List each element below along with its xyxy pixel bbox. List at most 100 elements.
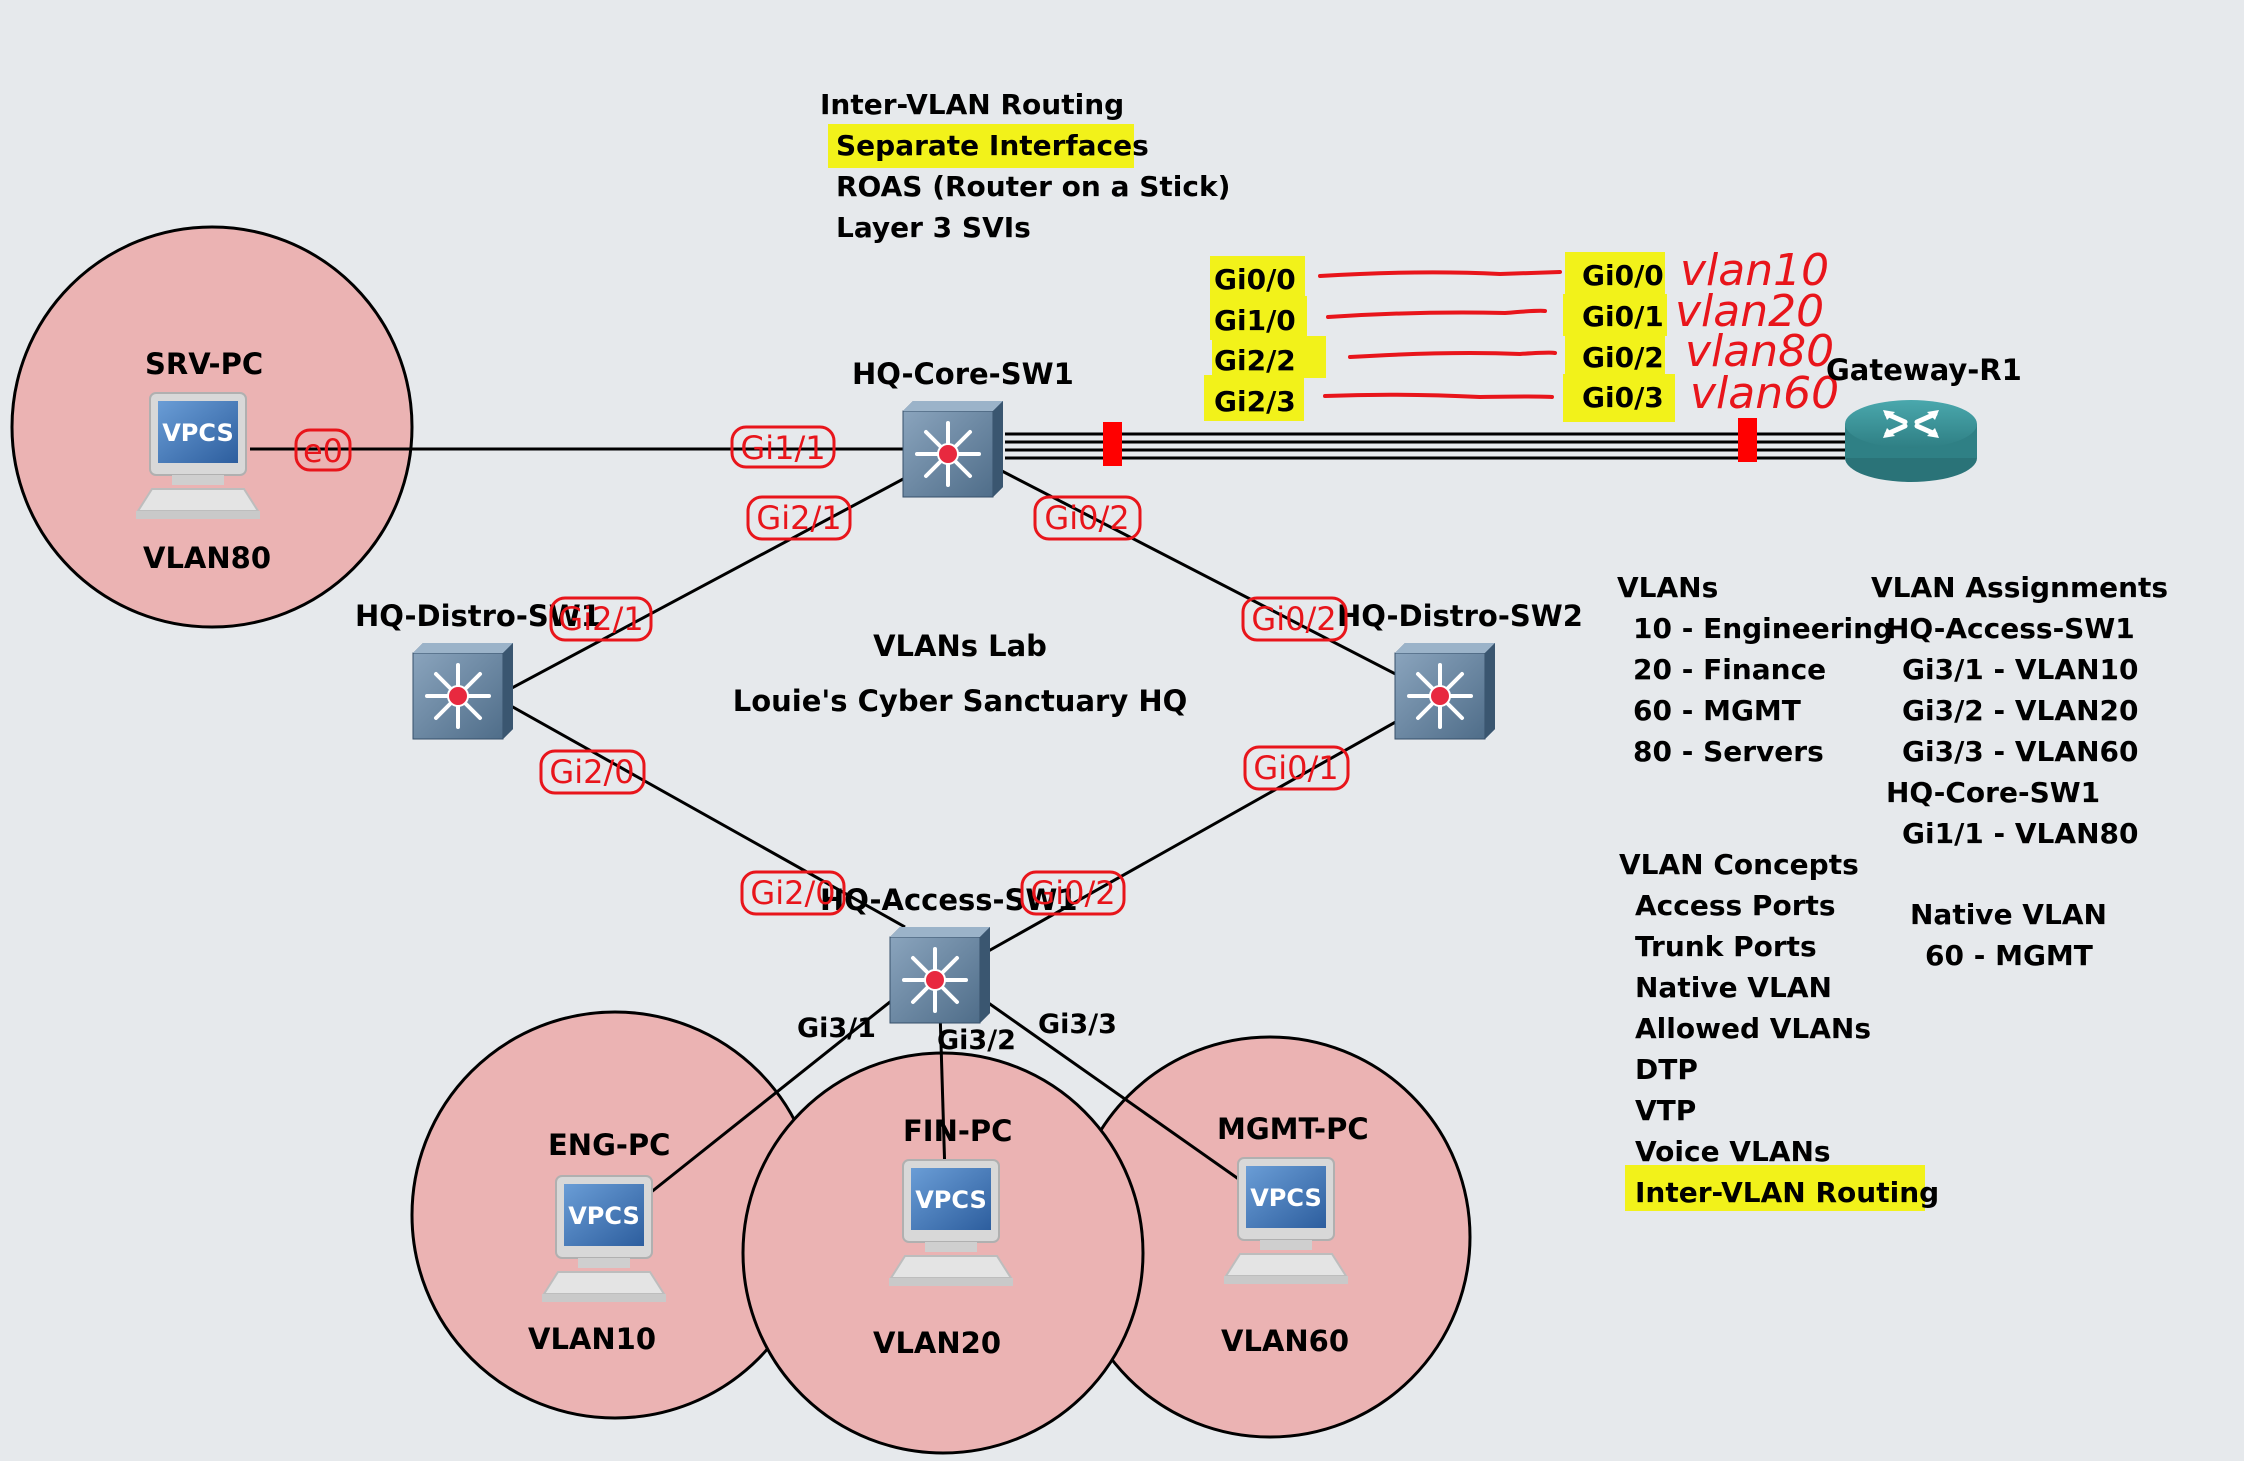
svg-text:VPCS: VPCS [915, 1186, 987, 1214]
vlan-item-4: 80 - Servers [1633, 735, 1824, 768]
annotation-line-3 [1348, 350, 1557, 359]
highlight-r-gi0-1 [1563, 294, 1667, 336]
port-d2-gi0-1: Gi0/1 [1243, 745, 1350, 791]
device-labels: SRV-PC VLAN80 HQ-Core-SW1 Gateway-R1 HQ-… [143, 347, 2022, 1360]
vlan-item-1: 10 - Engineering [1633, 612, 1893, 645]
fin-pc-vlan: VLAN20 [873, 1326, 1001, 1360]
distro1-switch-icon[interactable] [412, 643, 513, 740]
concept-3: Native VLAN [1635, 971, 1832, 1004]
concepts-panel: VLAN Concepts Access Ports Trunk Ports N… [1619, 848, 1939, 1209]
fin-pc-icon[interactable]: VPCS [889, 1159, 1013, 1286]
link-core-distro2 [999, 468, 1441, 699]
distro2-switch-icon[interactable] [1394, 643, 1495, 740]
svg-text:Gi2/1: Gi2/1 [558, 600, 643, 638]
r-port-1: Gi0/0 [1582, 259, 1664, 292]
concept-5: DTP [1635, 1053, 1698, 1086]
vlan-item-2: 20 - Finance [1633, 653, 1826, 686]
port-core-gi2-1: Gi2/1 [746, 495, 852, 541]
highlight-sw-gi1-0 [1210, 296, 1307, 340]
distro1-label: HQ-Distro-SW1 [355, 599, 601, 633]
highlight-r-gi0-3 [1563, 374, 1675, 422]
assign-line-3: Gi3/2 - VLAN20 [1902, 694, 2138, 727]
assign-line-2: Gi3/1 - VLAN10 [1902, 653, 2138, 686]
srv-pc-label: SRV-PC [145, 347, 263, 381]
mgmt-pc-icon[interactable]: VPCS [1224, 1157, 1348, 1284]
access-label: HQ-Access-SW1 [820, 883, 1078, 917]
port-labels: e0 Gi1/1 Gi2/1 Gi0/2 Gi2/1 Gi2/0 Gi0/2 [294, 425, 1350, 916]
vlans-panel: VLANs 10 - Engineering 20 - Finance 60 -… [1617, 571, 1893, 768]
lab-title: VLANs Lab Louie's Cyber Sanctuary HQ [733, 629, 1188, 718]
highlight-r-gi0-0 [1565, 252, 1665, 296]
link-distro2-access [959, 695, 1441, 969]
mgmt-pc-vlan: VLAN60 [1221, 1324, 1349, 1358]
link-core-distro1 [494, 468, 921, 699]
port-d1-gi2-1: Gi2/1 [549, 596, 653, 642]
svg-text:VPCS: VPCS [162, 419, 234, 447]
highlight-sw-gi2-2 [1212, 336, 1326, 378]
svg-text:Gi2/0: Gi2/0 [549, 753, 634, 791]
header: Inter-VLAN Routing Separate Interfaces R… [820, 88, 1230, 244]
svg-text:Gi0/1: Gi0/1 [1253, 749, 1338, 787]
vlan-annotations: vlan10 vlan20 vlan80 vlan60 [1675, 245, 1839, 419]
eng-pc-icon[interactable]: VPCS [542, 1175, 666, 1302]
annotation-vlan60: vlan60 [1690, 368, 1839, 419]
eng-pc-label: ENG-PC [548, 1128, 670, 1162]
svg-text:VPCS: VPCS [568, 1202, 640, 1230]
core-switch-icon[interactable] [902, 401, 1003, 498]
lab-title-text: VLANs Lab [873, 629, 1047, 663]
eng-pc-vlan: VLAN10 [528, 1322, 656, 1356]
annotation-line-4 [1323, 392, 1554, 400]
access-port-labels: Gi3/1 Gi3/2 Gi3/3 [797, 1009, 1117, 1056]
concept-7: Voice VLANs [1635, 1135, 1831, 1168]
sw-port-1: Gi0/0 [1214, 263, 1296, 296]
r-port-2: Gi0/1 [1582, 300, 1664, 333]
router-icon[interactable] [1845, 400, 1977, 482]
native-panel: Native VLAN 60 - MGMT [1910, 898, 2107, 972]
assign-line-1: HQ-Access-SW1 [1886, 612, 2135, 645]
vlan-item-3: 60 - MGMT [1633, 694, 1801, 727]
link-access-mgmt [969, 988, 1241, 1182]
sw-port-2: Gi1/0 [1214, 304, 1296, 337]
svg-text:Gi0/2: Gi0/2 [1030, 874, 1115, 912]
port-gi3-2: Gi3/2 [937, 1025, 1016, 1056]
annotation-vlan20: vlan20 [1675, 286, 1824, 337]
router-label: Gateway-R1 [1826, 353, 2022, 387]
port-core-gi1-1: Gi1/1 [730, 425, 836, 469]
port-d1-gi2-0: Gi2/0 [539, 749, 646, 795]
link-distro1-access [494, 695, 906, 929]
svg-text:VPCS: VPCS [1250, 1184, 1322, 1212]
concept-8: Inter-VLAN Routing [1635, 1176, 1939, 1209]
assign-line-5: HQ-Core-SW1 [1886, 776, 2100, 809]
concept-2: Trunk Ports [1635, 930, 1817, 963]
sw-port-3: Gi2/2 [1214, 344, 1296, 377]
srv-pc-icon[interactable]: VPCS [136, 392, 260, 519]
r-port-3: Gi0/2 [1582, 341, 1664, 374]
highlight-separate-interfaces [828, 124, 1134, 168]
port-srv-e0: e0 [294, 428, 352, 472]
header-title: Inter-VLAN Routing [820, 88, 1124, 121]
port-acc-gi0-2: Gi0/2 [1020, 870, 1126, 916]
link-access-eng [649, 988, 906, 1195]
port-core-gi0-2: Gi0/2 [1033, 495, 1142, 541]
highlights [828, 124, 1925, 1211]
distro2-label: HQ-Distro-SW2 [1337, 599, 1583, 633]
link-access-fin [938, 1009, 947, 1176]
core-sw-label: HQ-Core-SW1 [852, 357, 1074, 391]
annotation-vlan10: vlan10 [1680, 245, 1829, 296]
r-port-4: Gi0/3 [1582, 381, 1664, 414]
svg-text:Gi2/1: Gi2/1 [756, 499, 841, 537]
assignments-panel: VLAN Assignments HQ-Access-SW1 Gi3/1 - V… [1871, 571, 2168, 850]
mgmt-pc-label: MGMT-PC [1217, 1112, 1369, 1146]
vlans-title: VLANs [1617, 571, 1718, 604]
router-port-labels: Gi0/0 Gi1/0 Gi2/2 Gi2/3 Gi0/0 Gi0/1 Gi0/… [1214, 259, 1664, 418]
native-title: Native VLAN [1910, 898, 2107, 931]
port-d2-gi0-2: Gi0/2 [1241, 596, 1348, 642]
access-switch-icon[interactable] [889, 927, 990, 1024]
svg-text:Gi0/2: Gi0/2 [1251, 600, 1336, 638]
svg-text:Gi0/2: Gi0/2 [1044, 499, 1129, 537]
svg-text:Gi1/1: Gi1/1 [740, 429, 825, 467]
annotation-vlan80: vlan80 [1685, 326, 1834, 377]
link-bundle-marker-right [1738, 418, 1757, 462]
header-option-2: ROAS (Router on a Stick) [836, 170, 1230, 203]
